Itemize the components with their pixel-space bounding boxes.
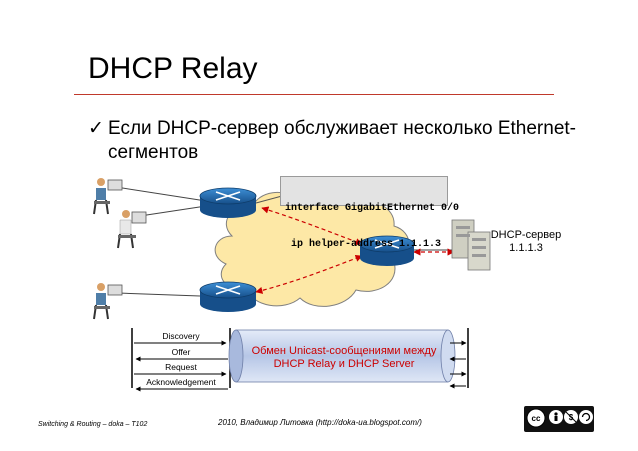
unicast-arrow [255, 254, 363, 294]
discovery-label: Discovery [162, 331, 200, 341]
title-rule [74, 94, 554, 95]
link-line [115, 186, 207, 202]
server-name: DHCP-сервер [490, 229, 562, 241]
bullet-text: Если DHCP-сервер обслуживает несколько E… [108, 118, 576, 163]
server-label: DHCP-сервер 1.1.1.3 [486, 229, 566, 255]
server-ip: 1.1.1.3 [509, 242, 543, 254]
request-label: Request [165, 362, 197, 372]
link-line [139, 205, 207, 217]
tube-caption-line-2: DHCP Relay и DHCP Server [273, 358, 415, 370]
router-icon [199, 281, 257, 312]
config-line-1: interface GigabitEthernet 0/0 [285, 203, 460, 214]
svg-text:cc: cc [532, 414, 541, 423]
pc-user-icon [117, 210, 147, 249]
pc-user-icon [93, 283, 123, 320]
tube-caption: Обмен Unicast-сообщениями между DHCP Rel… [246, 345, 442, 371]
tube-caption-line-1: Обмен Unicast-сообщениями между [251, 345, 437, 357]
footer-course: Switching & Routing – doka – T102 [38, 421, 148, 428]
slide-title: DHCP Relay [88, 52, 258, 85]
link-line [117, 292, 201, 297]
router-icon [199, 187, 257, 218]
cc-license-icon: cc $ [524, 406, 594, 432]
offer-label: Offer [171, 347, 191, 357]
checkmark-icon: ✓ [88, 118, 104, 139]
router-icon [359, 235, 415, 266]
config-line-2: ip helper-address 1.1.1.3 [285, 239, 442, 250]
config-box: interface GigabitEthernet 0/0 ip helper-… [280, 176, 459, 250]
pc-user-icon [93, 178, 123, 215]
ack-label: Acknowledgement [146, 377, 216, 387]
footer-author: 2010, Владимир Литовка (http://doka-ua.b… [218, 418, 422, 427]
callout-line [255, 195, 283, 204]
server-icon [451, 219, 491, 271]
